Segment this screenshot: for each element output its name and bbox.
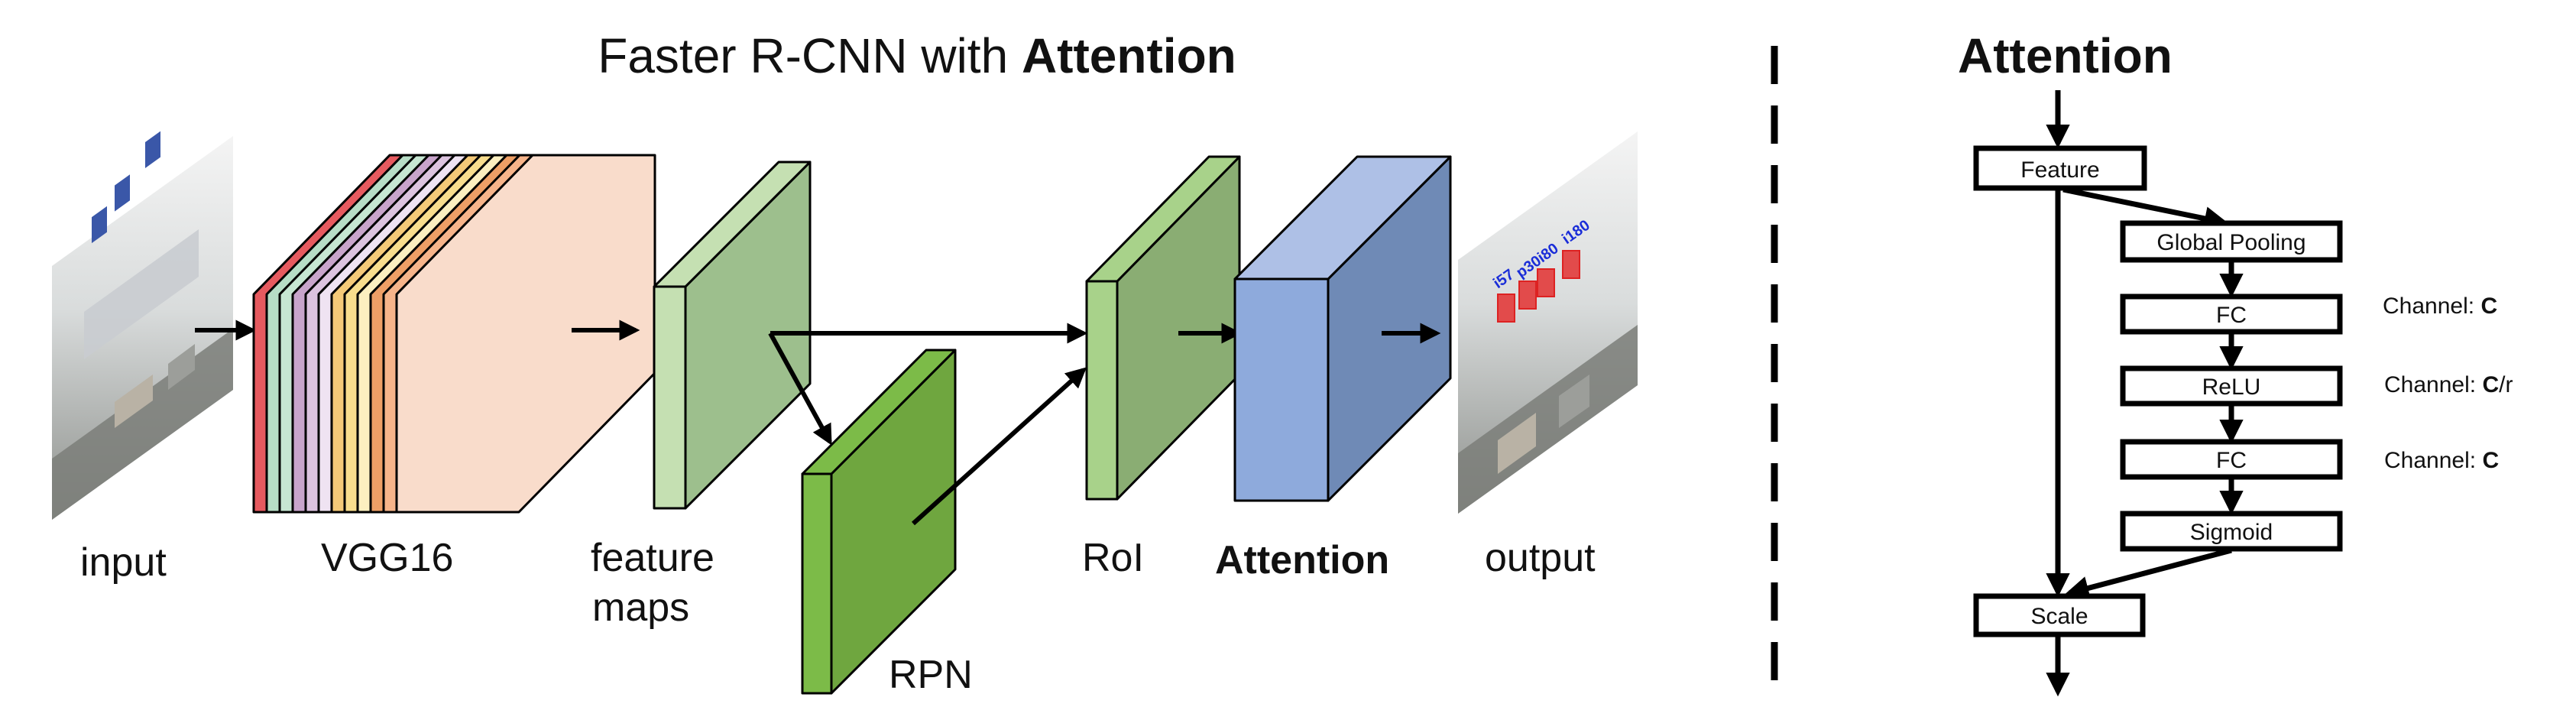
label-rpn: RPN	[889, 653, 973, 697]
channel-prefix: Channel:	[2384, 448, 2482, 473]
channel-annotation-fc2: Channel: C	[2384, 448, 2499, 473]
feature-maps-block	[653, 161, 812, 510]
relu-label: ReLU	[2202, 375, 2261, 400]
roi-front	[1085, 280, 1119, 501]
arrow-features-to-rpn	[768, 332, 832, 446]
channel-bold: C	[2482, 448, 2499, 473]
feature-node-label: Feature	[2020, 157, 2099, 183]
feature-node: Feature	[1973, 145, 2147, 191]
channel-annotation-fc1: Channel: C	[2383, 294, 2497, 319]
diagram-title: Faster R-CNN with Attention	[598, 28, 1236, 83]
scale-label: Scale	[2030, 604, 2088, 629]
global-pooling-node: Global Pooling	[2120, 220, 2343, 263]
sigmoid-label: Sigmoid	[2190, 520, 2273, 545]
attention-block	[1233, 155, 1452, 502]
relu-node: ReLU	[2120, 365, 2343, 407]
channel-annotation-relu: Channel: C/r	[2384, 372, 2513, 397]
right-panel: Attention Feature Global Pooling FC ReLU	[1958, 28, 2513, 697]
label-vgg16: VGG16	[321, 536, 453, 580]
vgg16-layers	[252, 154, 656, 514]
roi-block	[1085, 155, 1241, 501]
title-bold: Attention	[1022, 28, 1236, 83]
label-roi: RoI	[1082, 536, 1144, 580]
arrow-sigmoid-to-scale	[2064, 547, 2232, 600]
feature-maps-front	[653, 285, 687, 510]
fc1-node: FC	[2120, 294, 2343, 335]
title-prefix: Faster R-CNN with	[598, 28, 1022, 83]
input-photo-icon	[52, 131, 233, 520]
arrow-feature-to-pooling	[2062, 186, 2229, 231]
left-panel: Faster R-CNN with Attention	[52, 28, 1638, 697]
scale-node: Scale	[1973, 593, 2146, 637]
channel-prefix: Channel:	[2384, 372, 2482, 397]
channel-suffix: /r	[2499, 372, 2513, 397]
channel-bold: C	[2480, 294, 2497, 319]
label-feature-maps-line1: feature	[591, 536, 714, 580]
label-attention: Attention	[1215, 538, 1389, 582]
fc2-node: FC	[2120, 439, 2343, 480]
arrow-rpn-to-roi	[911, 367, 1087, 526]
detection-boxes	[1497, 250, 1580, 323]
fc2-label: FC	[2216, 448, 2247, 473]
output-photo-icon: i57 p30 i80 i180	[1458, 131, 1638, 514]
channel-prefix: Channel:	[2383, 294, 2480, 319]
label-feature-maps-line2: maps	[592, 585, 689, 630]
attention-front	[1233, 277, 1330, 502]
label-input: input	[80, 540, 167, 585]
attention-panel-title: Attention	[1958, 28, 2173, 83]
rpn-front	[801, 472, 833, 695]
sigmoid-node: Sigmoid	[2120, 511, 2343, 552]
global-pooling-label: Global Pooling	[2156, 230, 2305, 255]
label-output: output	[1485, 536, 1596, 580]
fc1-label: FC	[2216, 303, 2247, 328]
rpn-block	[801, 349, 957, 695]
channel-bold: C	[2482, 372, 2499, 397]
